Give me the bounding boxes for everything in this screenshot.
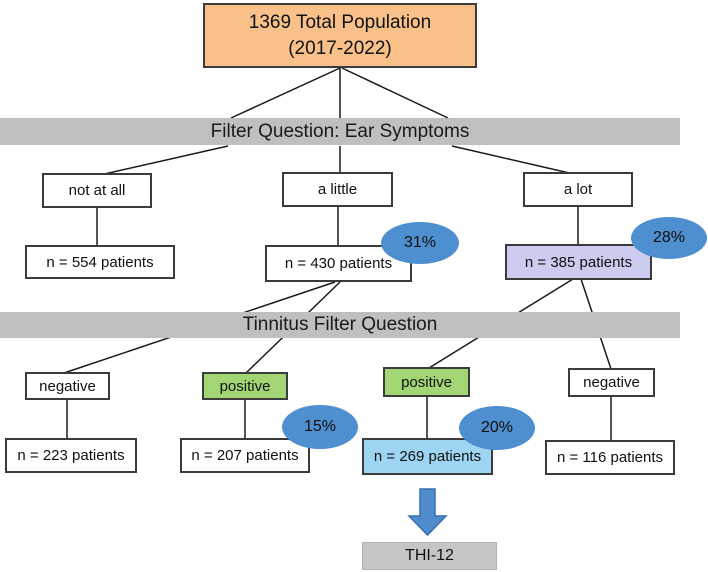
node-positive-right: positive <box>383 367 470 397</box>
count-n-223-label: n = 223 patients <box>17 447 125 464</box>
node-positive-left-label: positive <box>219 377 271 395</box>
percent-badge-31-label: 31% <box>403 234 437 251</box>
node-a-little-label: a little <box>317 181 358 198</box>
count-n-269-label: n = 269 patients <box>373 448 482 465</box>
count-n-385: n = 385 patients <box>505 244 652 280</box>
outcome-thi12-box: THI-12 <box>362 542 497 570</box>
node-negative-right: negative <box>568 368 655 397</box>
down-arrow-icon <box>407 488 448 537</box>
filter-bar-tinnitus: Tinnitus Filter Question <box>0 312 680 338</box>
node-negative-left: negative <box>25 372 110 400</box>
count-n-116: n = 116 patients <box>545 440 675 475</box>
count-n-554: n = 554 patients <box>25 245 175 279</box>
node-a-lot: a lot <box>523 172 633 207</box>
percent-badge-20-label: 20% <box>480 419 514 436</box>
node-negative-right-label: negative <box>583 374 640 391</box>
percent-badge-28: 28% <box>631 217 707 259</box>
percent-badge-20: 20% <box>459 406 535 450</box>
node-positive-left: positive <box>202 372 288 400</box>
count-n-223: n = 223 patients <box>5 438 137 473</box>
count-n-207: n = 207 patients <box>180 438 310 473</box>
outcome-thi12-label: THI-12 <box>405 547 454 564</box>
count-n-116-label: n = 116 patients <box>556 449 664 466</box>
filter-bar-tinnitus-label: Tinnitus Filter Question <box>242 314 438 335</box>
root-population-line1: 1369 Total Population <box>248 11 432 33</box>
node-not-at-all: not at all <box>42 173 152 208</box>
node-positive-right-label: positive <box>401 373 452 391</box>
node-negative-left-label: negative <box>39 377 96 395</box>
percent-badge-15: 15% <box>282 405 358 449</box>
percent-badge-31: 31% <box>381 222 459 264</box>
filter-bar-ear-symptoms: Filter Question: Ear Symptoms <box>0 118 680 145</box>
count-n-554-label: n = 554 patients <box>46 253 154 271</box>
node-a-little: a little <box>282 172 393 207</box>
root-population-box: 1369 Total Population (2017-2022) <box>203 3 477 68</box>
node-not-at-all-label: not at all <box>68 182 126 199</box>
count-n-207-label: n = 207 patients <box>191 447 299 464</box>
percent-badge-28-label: 28% <box>652 229 686 246</box>
count-n-430-label: n = 430 patients <box>284 255 393 272</box>
percent-badge-15-label: 15% <box>303 418 337 435</box>
node-a-lot-label: a lot <box>563 181 593 198</box>
count-n-385-label: n = 385 patients <box>524 253 633 271</box>
count-n-430: n = 430 patients <box>265 245 412 282</box>
root-population-line2: (2017-2022) <box>288 37 392 59</box>
filter-bar-ear-symptoms-label: Filter Question: Ear Symptoms <box>210 120 470 142</box>
